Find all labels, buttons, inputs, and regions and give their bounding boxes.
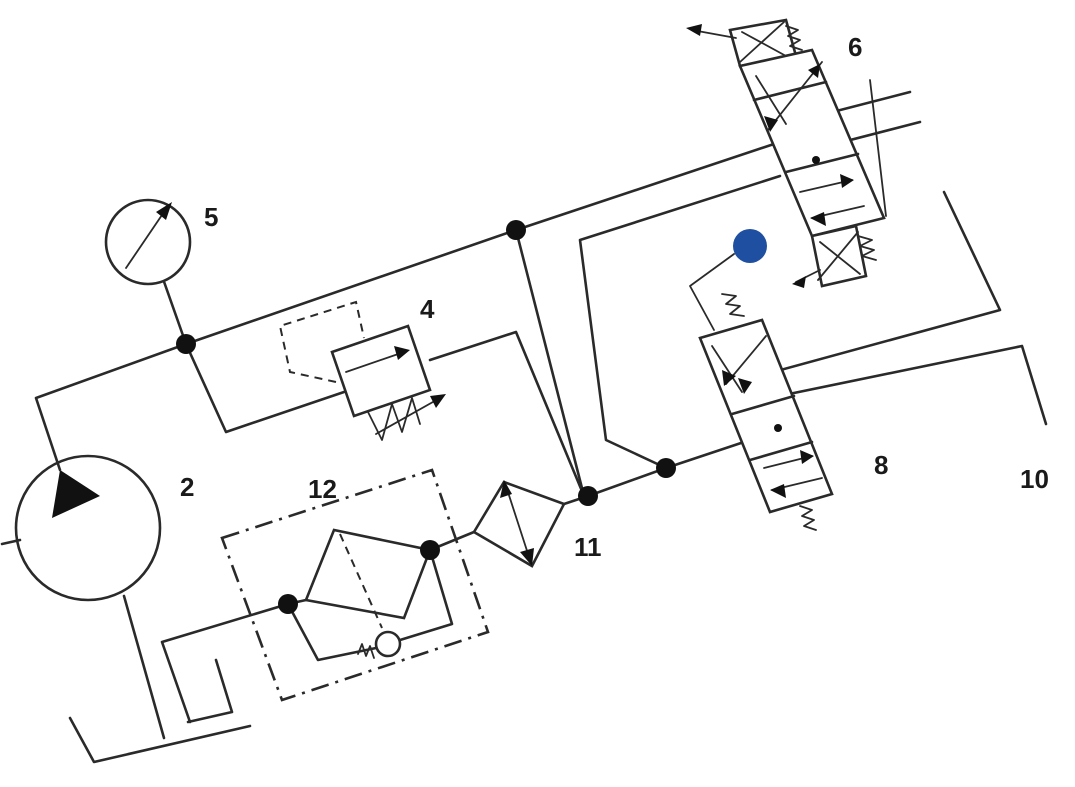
filter-unit-dash bbox=[339, 533, 383, 629]
valve6-port-dot bbox=[812, 156, 820, 164]
valve6-flow-a-icon bbox=[840, 174, 854, 188]
filter-arrow-up-icon bbox=[500, 480, 512, 498]
valve8-spring-bottom-icon bbox=[799, 505, 817, 531]
junction-connector bbox=[514, 228, 586, 498]
filter bbox=[428, 480, 590, 568]
valve6-divider-b bbox=[784, 152, 860, 174]
valve6-arrow-a-icon bbox=[764, 116, 778, 132]
gauge-arrow-icon bbox=[156, 202, 172, 220]
relief-pilot-line bbox=[278, 300, 365, 383]
valve6-pilot-arrow-icon bbox=[686, 24, 702, 36]
valve8-arrow-a-icon bbox=[722, 370, 736, 386]
junction-filter-unit bbox=[278, 594, 298, 614]
knob-linkage bbox=[689, 253, 735, 331]
valve6-solenoid-cross-b bbox=[739, 21, 785, 63]
relief-adjust-line bbox=[375, 397, 441, 435]
label-pressure-gauge: 5 bbox=[204, 202, 218, 232]
gauge-needle bbox=[125, 211, 165, 269]
valve6-rail bbox=[869, 79, 887, 217]
valve6-body bbox=[738, 48, 886, 238]
check-valve-line bbox=[286, 602, 378, 662]
valve8-divider-b bbox=[748, 440, 814, 462]
check-valve-spring-icon bbox=[357, 643, 375, 659]
relief-valve bbox=[184, 300, 586, 498]
valve6-cross-a bbox=[755, 75, 787, 125]
junction-filter-out bbox=[578, 486, 598, 506]
pump-shaft bbox=[0, 538, 22, 546]
filter-element bbox=[505, 485, 531, 561]
cylinder-line-a bbox=[742, 190, 1002, 382]
gauge-stem bbox=[160, 274, 188, 346]
valve8-flow-a-icon bbox=[800, 450, 814, 464]
relief-bypass-line bbox=[184, 342, 346, 434]
tank-outline bbox=[68, 716, 252, 764]
valve8-body bbox=[698, 318, 834, 514]
valve6-spring-top-icon bbox=[785, 25, 803, 51]
label-cylinder: 10 bbox=[1020, 464, 1049, 494]
pump-suction-line bbox=[122, 594, 166, 740]
label-relief-valve: 4 bbox=[420, 294, 435, 324]
junction-valve8 bbox=[656, 458, 676, 478]
check-valve-ball bbox=[374, 630, 402, 658]
valve6-lower-cross-b bbox=[817, 231, 859, 281]
check-valve-return bbox=[398, 548, 454, 642]
label-valve-upper: 6 bbox=[848, 32, 862, 62]
pressure-gauge bbox=[104, 198, 192, 346]
junction-filter-in bbox=[420, 540, 440, 560]
valve6-solenoid-cross-a bbox=[741, 31, 787, 57]
relief-arrow-icon bbox=[394, 346, 410, 360]
valve6-lower-cross-a bbox=[819, 241, 861, 275]
pump-body bbox=[14, 454, 162, 602]
valve6-lower-arrow-icon bbox=[792, 276, 806, 288]
valve8-spring-top-icon bbox=[721, 293, 745, 317]
valve8-port-dot bbox=[774, 424, 782, 432]
junction-gauge bbox=[176, 334, 196, 354]
label-pump: 2 bbox=[180, 472, 194, 502]
filter-unit-element bbox=[304, 528, 432, 620]
relief-return-line bbox=[428, 330, 586, 498]
label-filter-unit: 12 bbox=[308, 474, 337, 504]
tank-inner-line bbox=[186, 658, 234, 724]
valve6-arrow-b-icon bbox=[808, 64, 820, 78]
relief-valve-body bbox=[330, 324, 432, 418]
valve8-divider-a bbox=[730, 394, 796, 416]
directional-valve-lower bbox=[689, 229, 834, 531]
pressure-line bbox=[34, 140, 782, 472]
tank bbox=[68, 594, 290, 764]
valve8-arrow-b-icon bbox=[738, 378, 752, 394]
valve6-flow-b-icon bbox=[810, 212, 826, 226]
filter-unit-enclosure bbox=[220, 468, 490, 702]
control-knob bbox=[733, 229, 767, 263]
label-valve-lower: 8 bbox=[874, 450, 888, 480]
valve8-flow-b-icon bbox=[770, 484, 786, 498]
relief-flow-line bbox=[345, 351, 405, 373]
label-filter: 11 bbox=[574, 532, 602, 562]
cylinder-line-b bbox=[758, 344, 1048, 426]
filter-arrow-down-icon bbox=[520, 548, 534, 566]
loop-line bbox=[578, 174, 782, 470]
junction-upper bbox=[506, 220, 526, 240]
directional-valve-upper bbox=[686, 18, 887, 288]
filter-unit bbox=[220, 468, 490, 702]
gauge-dial bbox=[104, 198, 192, 286]
return-line bbox=[160, 602, 290, 724]
valve6-spring-bottom-icon bbox=[857, 235, 877, 261]
relief-spring-icon bbox=[367, 397, 421, 441]
pump-arrow-icon bbox=[52, 470, 100, 518]
pump bbox=[0, 454, 162, 602]
valve6-divider-a bbox=[752, 80, 828, 102]
relief-adjust-arrow-icon bbox=[430, 394, 446, 408]
valve8-cross-a bbox=[711, 345, 743, 393]
